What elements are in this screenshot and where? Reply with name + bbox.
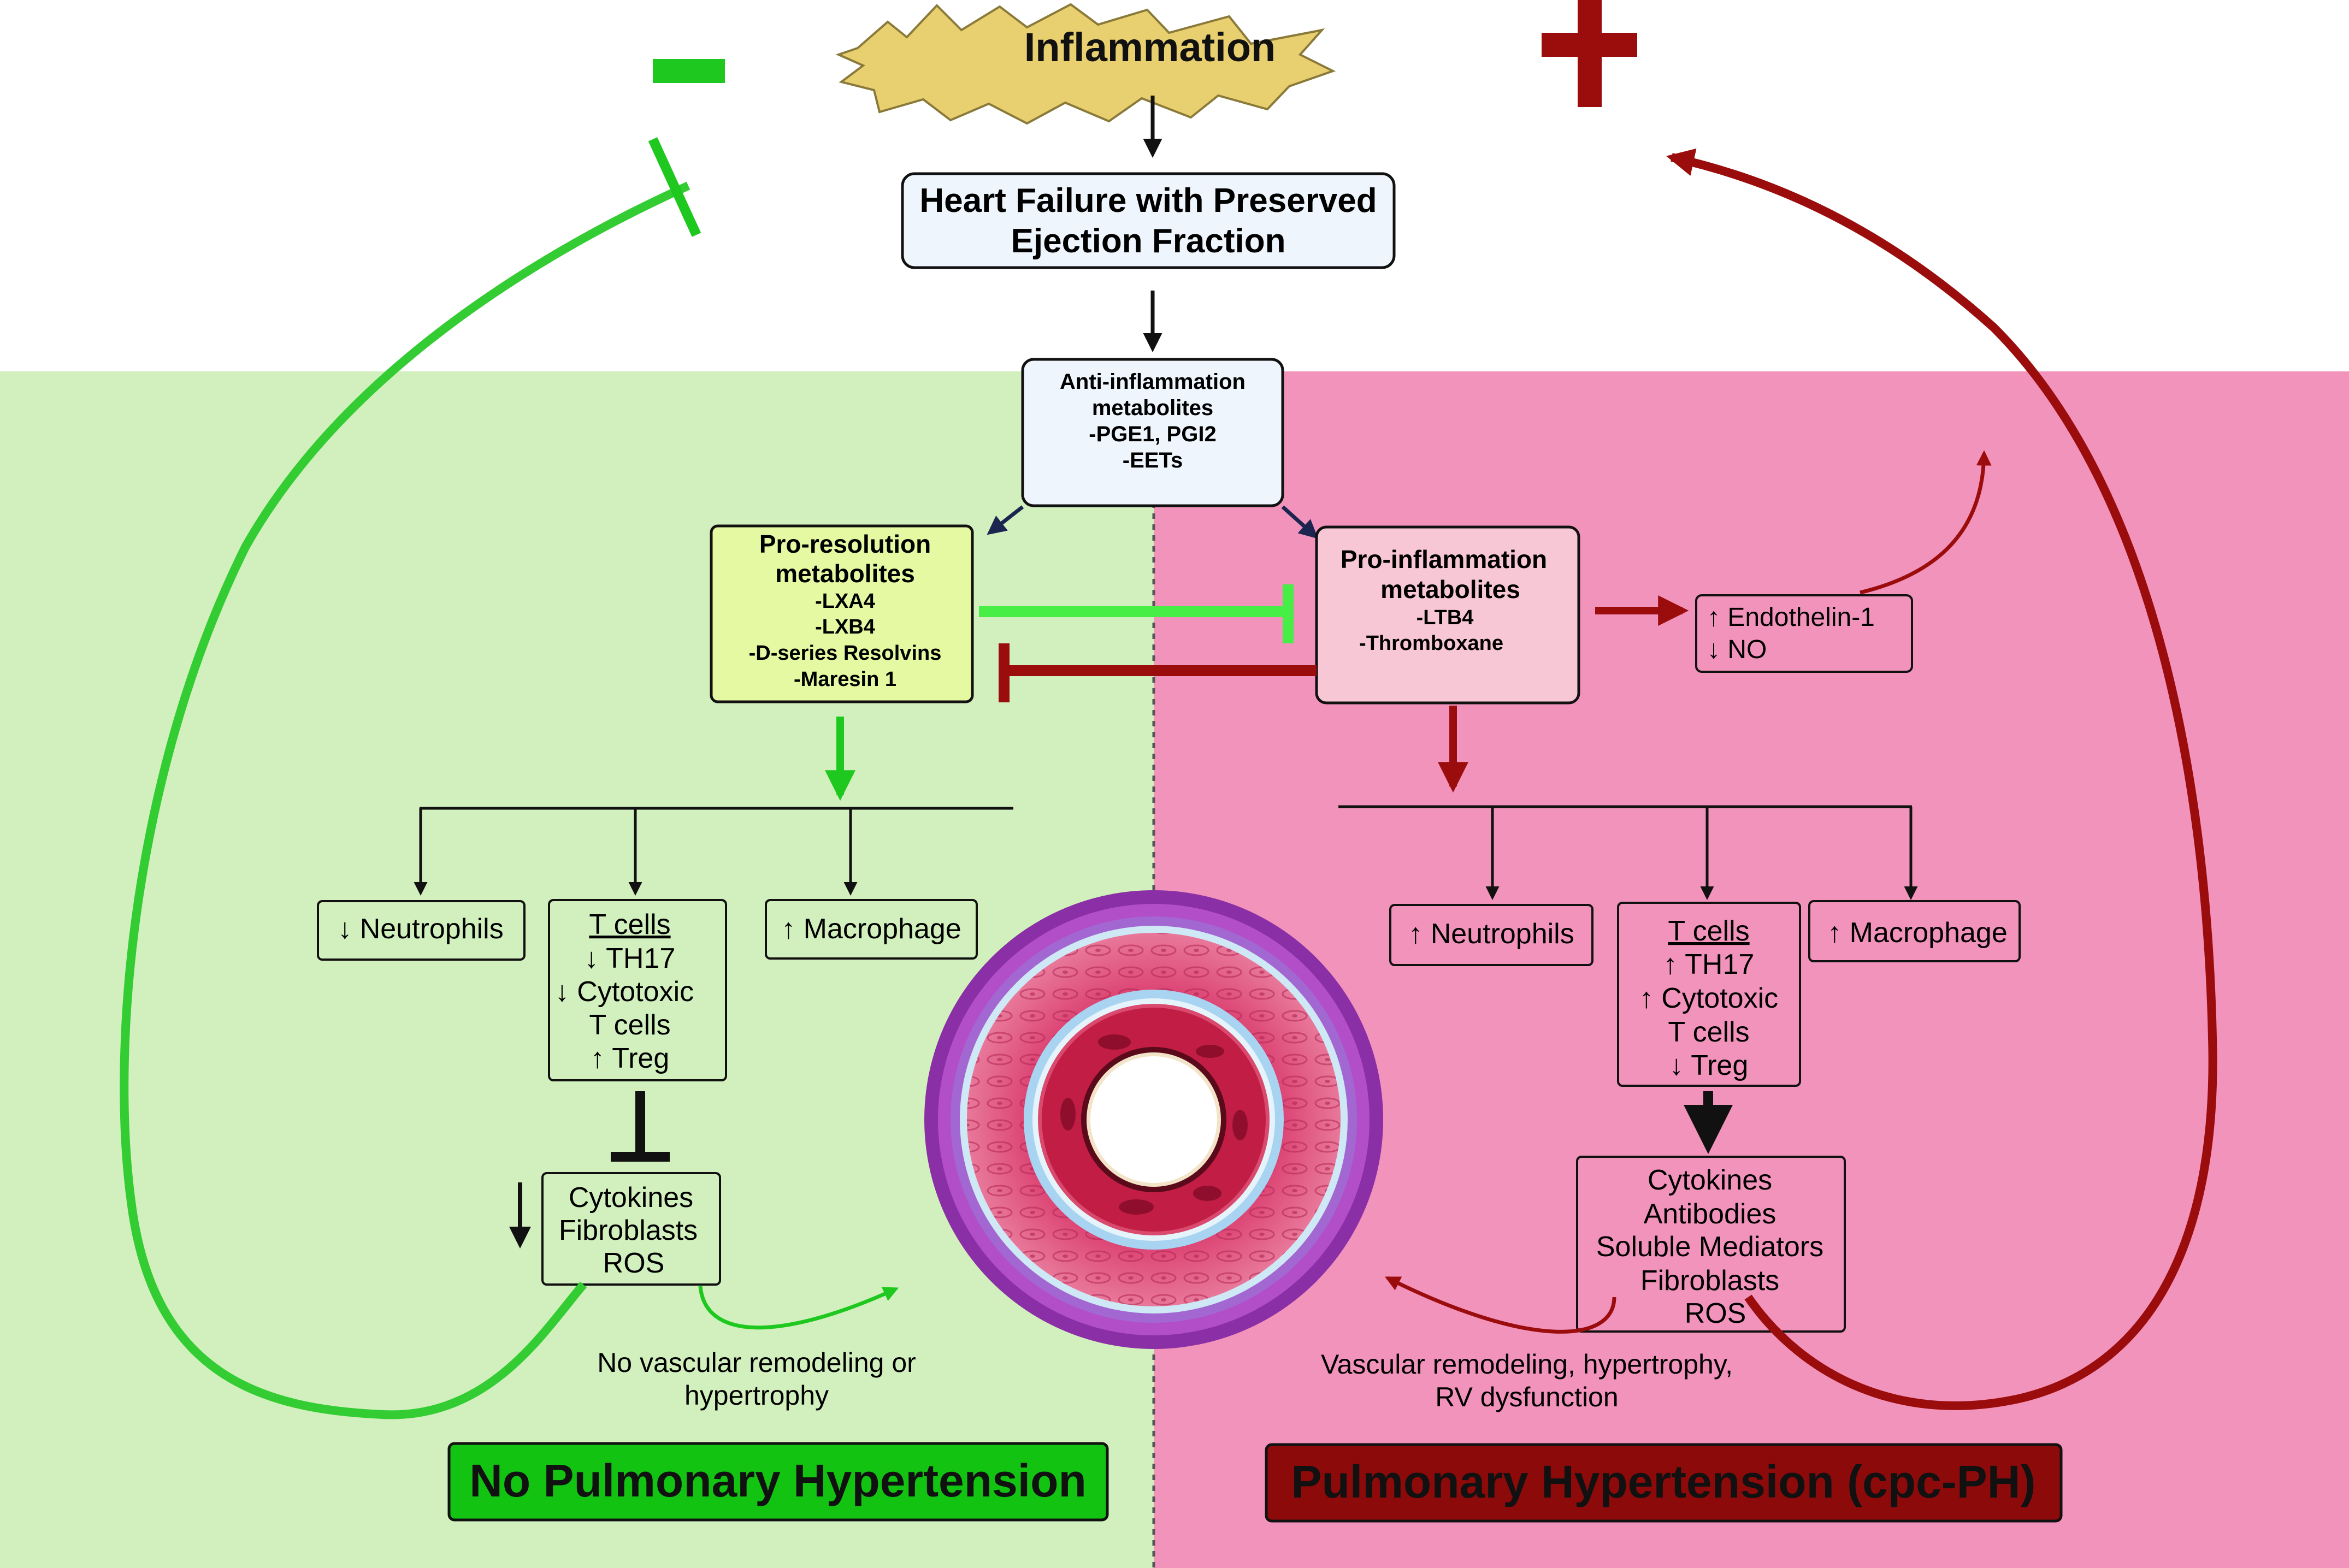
arrow-anti-to-pro-inflammation xyxy=(1281,505,1319,539)
right-tcells-treg: ↓ Treg xyxy=(1669,1050,1749,1081)
inflammation-starburst xyxy=(835,3,1336,125)
right-output-antibodies: Antibodies xyxy=(1644,1198,1776,1230)
endothelin-box xyxy=(1695,594,1913,673)
left-result-label: No Pulmonary Hypertension xyxy=(469,1455,1087,1506)
pro-inf-line3: -LTB4 xyxy=(1417,606,1474,629)
right-output-soluble: Soluble Mediators xyxy=(1596,1231,1823,1263)
arrow-left-outputs-to-vessel xyxy=(698,1286,899,1330)
right-outputs-box xyxy=(1576,1156,1846,1333)
anti-inflammation-box xyxy=(1021,358,1284,507)
left-tcells-cytotoxic: ↓ Cytotoxic xyxy=(555,976,694,1008)
left-feedback-inhibit-bar xyxy=(648,137,701,237)
left-output-ros: ROS xyxy=(603,1247,665,1279)
left-tcells-tcells: T cells xyxy=(589,1009,670,1041)
right-feedback-arc xyxy=(1666,148,2217,1410)
left-tcells-treg: ↑ Treg xyxy=(591,1043,670,1074)
left-tcells-th17: ↓ TH17 xyxy=(585,943,676,974)
pro-inflammation-box xyxy=(1315,525,1580,705)
pro-inf-line4: -Thromboxane xyxy=(1359,632,1503,655)
plus-sign xyxy=(1542,0,1637,107)
left-macrophage-label: ↑ Macrophage xyxy=(781,913,961,945)
pro-resolution-box xyxy=(710,524,974,703)
pro-inf-line2: metabolites xyxy=(1380,575,1520,603)
left-result-box xyxy=(447,1442,1109,1522)
right-output-ros: ROS xyxy=(1685,1298,1746,1329)
pro-res-line2: metabolites xyxy=(775,559,915,588)
left-branch-lines xyxy=(414,807,1013,896)
pro-res-line1: Pro-resolution xyxy=(759,530,931,558)
endothelin-line1: ↑ Endothelin-1 xyxy=(1707,603,1875,632)
pro-res-line3: -LXA4 xyxy=(815,590,875,613)
pro-inf-line1: Pro-inflammation xyxy=(1341,545,1547,573)
right-neutrophils-label: ↑ Neutrophils xyxy=(1408,918,1574,950)
hfpef-line1: Heart Failure with Preserved xyxy=(919,182,1377,220)
hfpef-box xyxy=(901,172,1396,269)
right-tcells-th17: ↑ TH17 xyxy=(1663,949,1755,980)
left-neutrophils-box xyxy=(317,900,526,961)
right-tcells-tcells: T cells xyxy=(1668,1016,1749,1048)
anti-line3: -PGE1, PGI2 xyxy=(1089,422,1216,446)
left-neutrophils-label: ↓ Neutrophils xyxy=(338,913,503,945)
left-outputs-box xyxy=(541,1172,721,1286)
right-macrophage-label: ↑ Macrophage xyxy=(1827,917,2008,949)
left-tcells-box xyxy=(548,899,727,1081)
arrow-anti-to-pro-resolution xyxy=(987,505,1024,535)
left-feedback-arc xyxy=(120,181,690,1419)
pro-res-line6: -Maresin 1 xyxy=(794,668,896,691)
right-macrophage-box xyxy=(1808,900,2021,962)
minus-sign-glyph: − xyxy=(0,0,1,1)
plus-sign-glyph: + xyxy=(0,0,1,1)
left-output-fibroblasts: Fibroblasts xyxy=(559,1215,698,1246)
anti-line4: -EETs xyxy=(1123,448,1183,472)
anti-line2: metabolites xyxy=(1092,396,1213,420)
pro-res-line4: -LXB4 xyxy=(815,616,875,638)
left-tcells-title: T cells xyxy=(589,909,670,940)
right-outcome-line1: Vascular remodeling, hypertrophy, xyxy=(1321,1349,1733,1380)
right-result-label: Pulmonary Hypertension (cpc-PH) xyxy=(1291,1456,2036,1507)
right-outcome-line2: RV dysfunction xyxy=(1435,1382,1618,1412)
left-output-cytokines: Cytokines xyxy=(569,1182,693,1214)
vessel-cross-section xyxy=(924,890,1383,1349)
right-output-cytokines: Cytokines xyxy=(1648,1164,1772,1196)
pro-resolution-inhibits-pro-inflammation xyxy=(979,584,1294,643)
arrow-endothelin-up xyxy=(1860,450,1992,595)
pro-res-line5: -D-series Resolvins xyxy=(749,642,942,665)
pro-inflammation-inhibits-pro-resolution xyxy=(999,643,1317,702)
left-macrophage-box xyxy=(765,899,978,960)
right-tcells-box xyxy=(1617,902,1801,1087)
tcells-inhibit-outputs xyxy=(611,1091,670,1162)
hfpef-line2: Ejection Fraction xyxy=(1011,222,1286,260)
endothelin-line2: ↓ NO xyxy=(1707,635,1767,664)
right-tcells-cytotoxic: ↑ Cytotoxic xyxy=(1639,983,1778,1014)
right-neutrophils-box xyxy=(1389,904,1593,966)
right-output-fibroblasts: Fibroblasts xyxy=(1640,1265,1779,1297)
anti-line1: Anti-inflammation xyxy=(1060,370,1246,394)
right-tcells-title: T cells xyxy=(1668,915,1749,947)
inflammation-title: Inflammation xyxy=(1024,25,1276,70)
arrow-right-outputs-to-vessel xyxy=(1384,1276,1616,1334)
right-branch-lines xyxy=(1338,805,1918,900)
right-result-box xyxy=(1265,1443,2063,1523)
left-outcome-line2: hypertrophy xyxy=(684,1380,829,1411)
minus-sign xyxy=(653,59,725,83)
left-outcome-line1: No vascular remodeling or xyxy=(597,1347,916,1378)
